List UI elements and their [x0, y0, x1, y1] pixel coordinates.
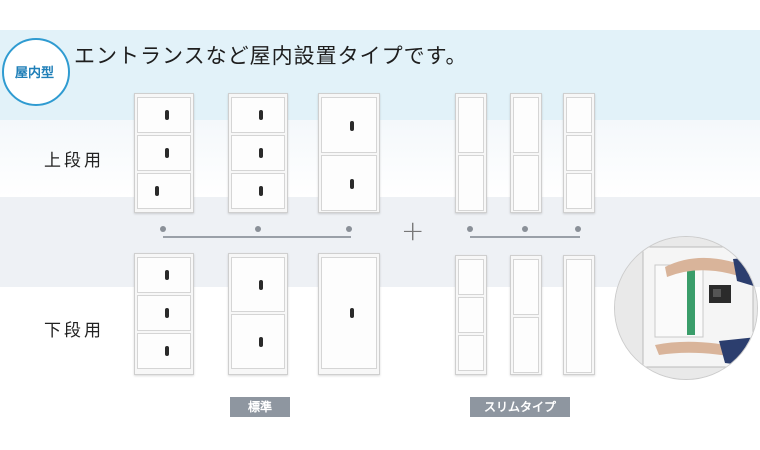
upper-standard-locker-3 — [318, 93, 380, 213]
locker-door — [513, 317, 539, 373]
upper-slim-locker-3 — [563, 93, 595, 213]
connector-dot — [255, 226, 261, 232]
plus-sign: + — [401, 214, 425, 247]
locker-door — [137, 295, 191, 331]
connector-dot — [522, 226, 528, 232]
locker-door — [137, 97, 191, 133]
header-band — [0, 30, 760, 120]
locker-door — [321, 97, 377, 153]
locker-door — [137, 173, 191, 209]
connector-dot — [160, 226, 166, 232]
connector-dot — [346, 226, 352, 232]
locker-door — [566, 259, 592, 373]
locker-door — [321, 257, 377, 369]
upper-standard-locker-1 — [134, 93, 194, 213]
upper-slim-locker-1 — [455, 93, 487, 213]
locker-door — [566, 173, 592, 209]
locker-door — [137, 257, 191, 293]
locker-door — [231, 97, 285, 133]
locker-door — [458, 259, 484, 295]
locker-door — [321, 155, 377, 211]
upper-row-label: 上段用 — [44, 151, 104, 171]
locker-door — [513, 155, 539, 211]
standard-tag: 標準 — [230, 397, 290, 417]
locker-door — [458, 297, 484, 333]
lower-slim-locker-2 — [510, 255, 542, 375]
locker-door — [231, 314, 285, 369]
upper-slim-locker-2 — [510, 93, 542, 213]
locker-door — [566, 97, 592, 133]
lower-standard-locker-3 — [318, 253, 380, 375]
locker-door — [458, 335, 484, 371]
lower-standard-locker-1 — [134, 253, 194, 375]
locker-door — [231, 257, 285, 312]
headline: エントランスなど屋内設置タイプです。 — [74, 44, 468, 68]
locker-door — [137, 333, 191, 369]
badge-label: 屋内型 — [15, 66, 55, 81]
locker-door — [566, 135, 592, 171]
standard-connector-line — [163, 236, 351, 238]
connector-dot — [575, 226, 581, 232]
locker-door — [458, 155, 484, 211]
badge-circle — [2, 38, 70, 106]
hands-opening-locker-image — [615, 237, 757, 379]
lower-row-label: 下段用 — [44, 321, 104, 341]
locker-door — [231, 135, 285, 171]
locker-door — [513, 259, 539, 315]
fade-band — [0, 120, 760, 197]
locker-door — [458, 97, 484, 153]
lower-slim-locker-1 — [455, 255, 487, 375]
lower-slim-locker-3 — [563, 255, 595, 375]
locker-usage-photo — [614, 236, 758, 380]
upper-standard-locker-2 — [228, 93, 288, 213]
slim-tag: スリムタイプ — [470, 397, 570, 417]
lower-standard-locker-2 — [228, 253, 288, 375]
locker-door — [231, 173, 285, 209]
slim-connector-line — [470, 236, 580, 238]
locker-door — [513, 97, 539, 153]
connector-dot — [467, 226, 473, 232]
locker-door — [137, 135, 191, 171]
